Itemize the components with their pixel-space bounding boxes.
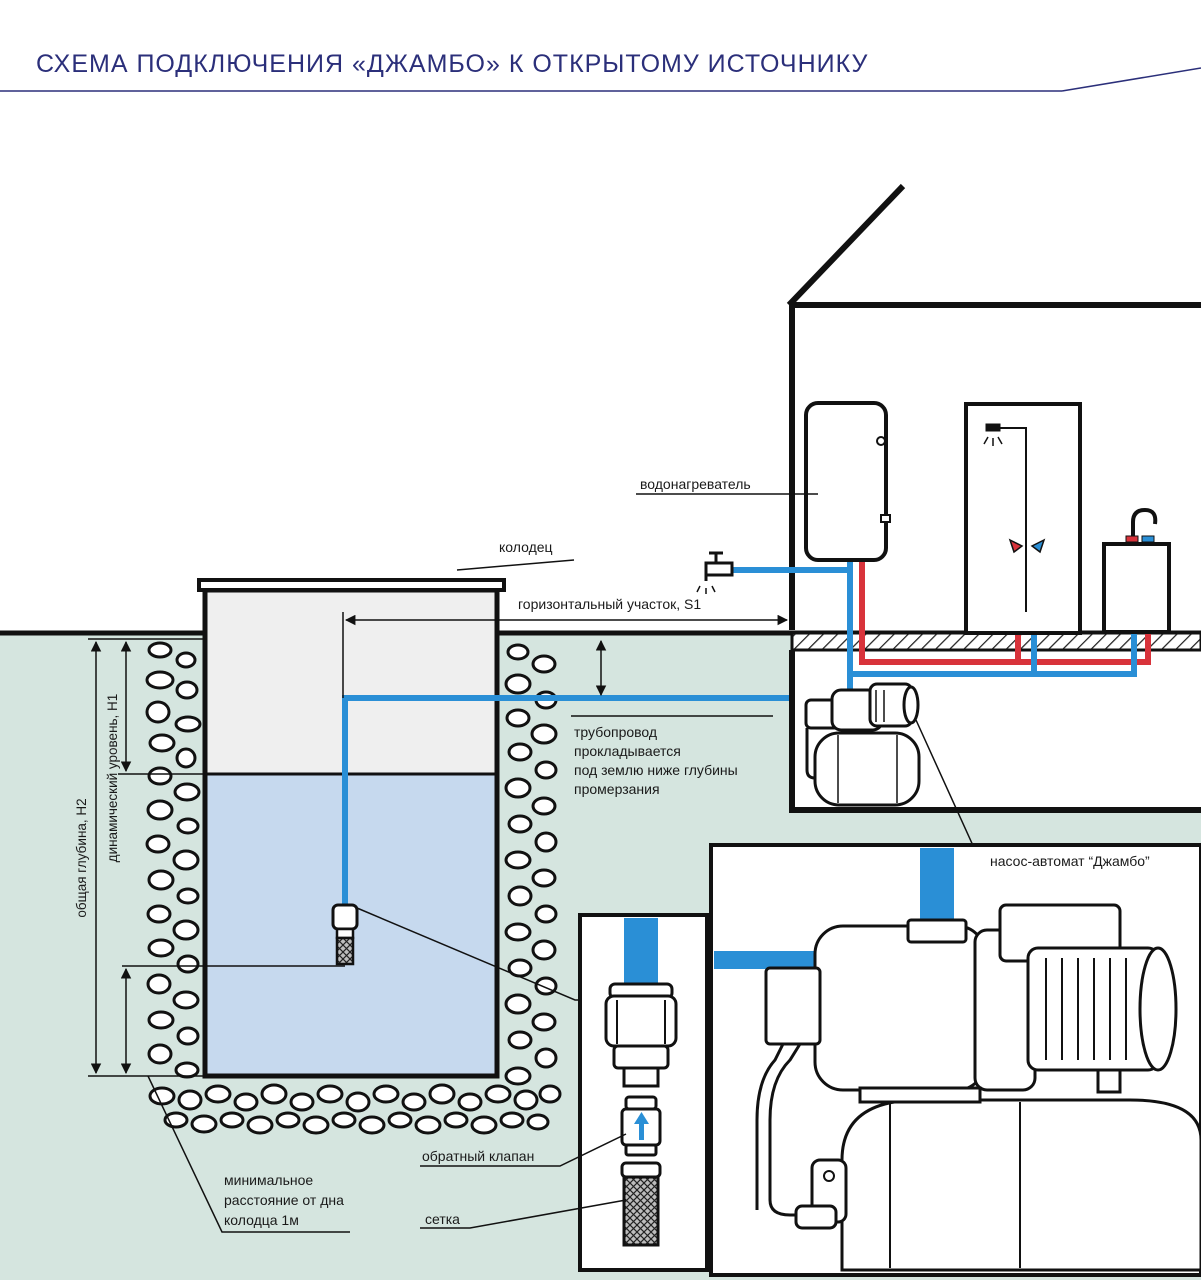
water-heater: [804, 401, 891, 562]
pipeline-label-line2: прокладывается: [574, 743, 681, 759]
mixer-tap-icon: [1131, 507, 1158, 538]
dimension-lines: [88, 612, 789, 1233]
shower-valves: [1008, 538, 1046, 554]
arrow-up-icon: [634, 1112, 649, 1140]
water-heater-label: водонагреватель: [640, 476, 751, 492]
sink: [1102, 507, 1171, 634]
shower-cabin: [964, 402, 1082, 635]
well: [197, 578, 506, 1079]
inset-pump: [709, 843, 1201, 1277]
horizontal-section-label: горизонтальный участок, S1: [518, 596, 701, 612]
pump-label: насос-автомат “Джамбо”: [990, 853, 1150, 869]
page-title: СХЕМА ПОДКЛЮЧЕНИЯ «ДЖАМБО» К ОТКРЫТОМУ И…: [36, 50, 869, 78]
well-leader: [456, 559, 575, 571]
min-distance-label-line3: колодца 1м: [224, 1212, 299, 1228]
pipeline-label-line1: трубопровод: [574, 724, 657, 740]
house: [786, 183, 1201, 813]
faucet-icon: [696, 551, 734, 594]
min-distance-label-line2: расстояние от дна: [224, 1192, 344, 1208]
inset-check-valve: [578, 913, 709, 1272]
intake-valve: [331, 903, 359, 966]
check-valve-label: обратный клапан: [422, 1148, 534, 1164]
suction-pipe: [342, 695, 795, 905]
pipeline-label-line4: промерзания: [574, 781, 660, 797]
min-distance-label-line1: минимальное: [224, 1172, 313, 1188]
well-label: колодец: [499, 539, 553, 555]
inset-leaders: [356, 907, 627, 1229]
title-underline: [0, 67, 1201, 92]
dynamic-level-label: динамический уровень, H1: [105, 694, 120, 863]
shower-icon: [983, 423, 1027, 612]
strainer-label: сетка: [425, 1211, 460, 1227]
floor-slab: [790, 631, 1201, 652]
pump-unit-small: [804, 682, 921, 807]
gravel-backfill: [145, 641, 562, 1135]
pipeline-label-line3: под землю ниже глубины: [574, 762, 738, 778]
total-depth-label: общая глубина, H2: [74, 798, 89, 917]
